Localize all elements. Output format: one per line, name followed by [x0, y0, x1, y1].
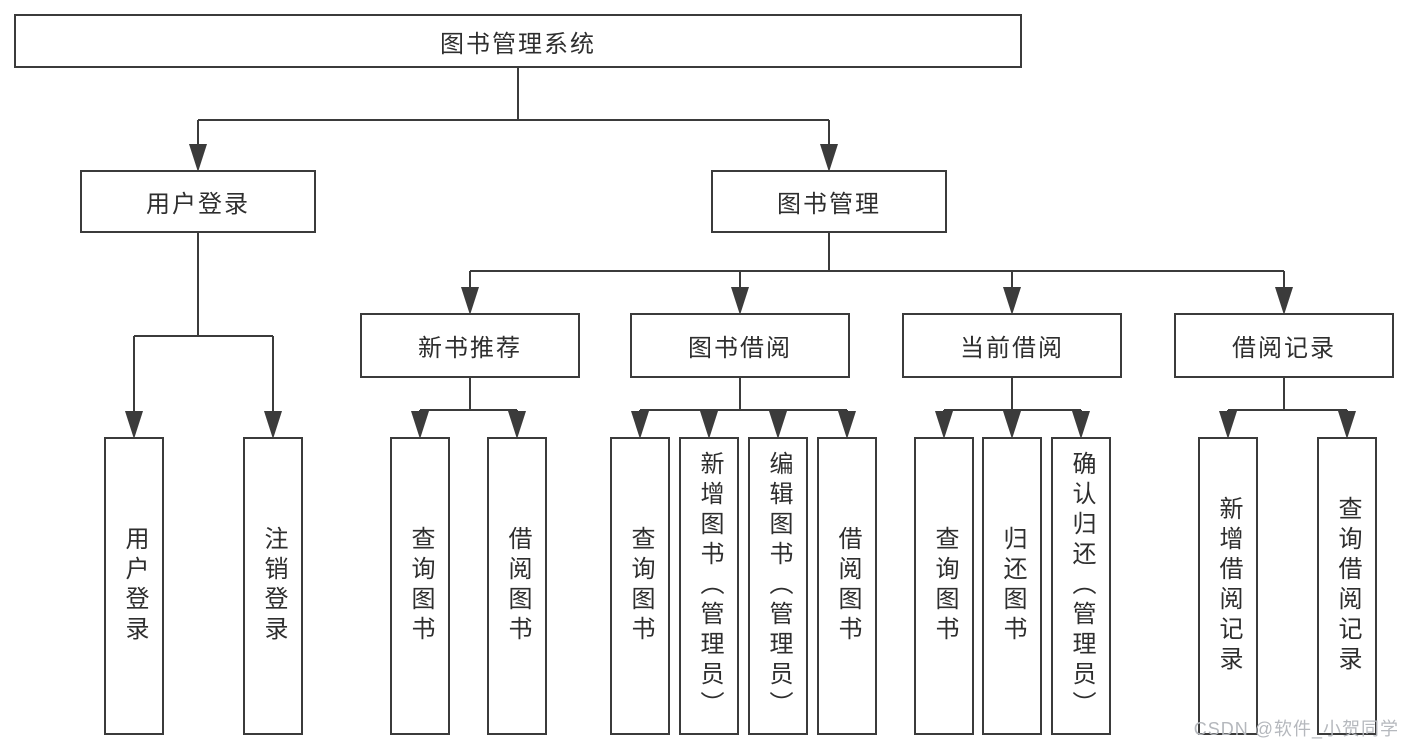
node-book-borrow: 图书借阅: [630, 313, 850, 378]
node-label: 查询图书: [627, 526, 654, 646]
node-label: 新书推荐: [418, 335, 522, 362]
node-leaf-recommend-query-books: 查询图书: [390, 437, 450, 735]
node-label: 注销登录: [260, 526, 287, 646]
arrowhead: [1338, 411, 1356, 439]
arrowhead: [125, 411, 143, 439]
node-leaf-current-query-books: 查询图书: [914, 437, 974, 735]
arrowhead: [731, 287, 749, 315]
node-leaf-borrow-books: 借阅图书: [817, 437, 877, 735]
node-leaf-borrow-query-books: 查询图书: [610, 437, 670, 735]
arrowhead: [769, 411, 787, 439]
node-label: 归还图书: [999, 526, 1026, 646]
node-label: 用户登录: [146, 191, 250, 218]
node-user-login: 用户登录: [80, 170, 316, 233]
node-leaf-query-borrow-record: 查询借阅记录: [1317, 437, 1377, 735]
node-label: 用户登录: [121, 526, 148, 646]
node-leaf-edit-books-admin: 编辑图书（管理员）: [748, 437, 808, 735]
arrowhead: [631, 411, 649, 439]
node-label: 借阅记录: [1232, 335, 1336, 362]
arrowhead: [411, 411, 429, 439]
node-leaf-add-books-admin: 新增图书（管理员）: [679, 437, 739, 735]
node-label: 新增借阅记录: [1215, 496, 1242, 676]
node-current-borrow: 当前借阅: [902, 313, 1122, 378]
node-system-root: 图书管理系统: [14, 14, 1022, 68]
arrowhead: [1003, 287, 1021, 315]
node-leaf-return-books: 归还图书: [982, 437, 1042, 735]
arrowhead: [1219, 411, 1237, 439]
node-leaf-add-borrow-record: 新增借阅记录: [1198, 437, 1258, 735]
node-label: 编辑图书（管理员）: [765, 451, 792, 721]
node-new-book-recommend: 新书推荐: [360, 313, 580, 378]
arrowhead: [700, 411, 718, 439]
arrowhead: [838, 411, 856, 439]
node-label: 查询图书: [407, 526, 434, 646]
node-label: 图书管理: [777, 191, 881, 218]
node-label: 借阅图书: [834, 526, 861, 646]
node-label: 当前借阅: [960, 335, 1064, 362]
node-label: 图书借阅: [688, 335, 792, 362]
arrowhead: [1003, 411, 1021, 439]
node-book-management: 图书管理: [711, 170, 947, 233]
arrowhead: [264, 411, 282, 439]
arrowhead: [508, 411, 526, 439]
node-leaf-confirm-return-admin: 确认归还（管理员）: [1051, 437, 1111, 735]
node-leaf-user-login: 用户登录: [104, 437, 164, 735]
arrowhead: [461, 287, 479, 315]
watermark: CSDN @软件_小贺同学: [1193, 719, 1399, 739]
arrowhead: [935, 411, 953, 439]
node-label: 新增图书（管理员）: [696, 451, 723, 721]
arrowhead: [1072, 411, 1090, 439]
arrowhead: [1275, 287, 1293, 315]
arrowhead: [820, 144, 838, 172]
node-label: 借阅图书: [504, 526, 531, 646]
node-label: 图书管理系统: [440, 30, 596, 58]
node-leaf-recommend-borrow-books: 借阅图书: [487, 437, 547, 735]
node-label: 查询借阅记录: [1334, 496, 1361, 676]
node-leaf-logout: 注销登录: [243, 437, 303, 735]
node-label: 查询图书: [931, 526, 958, 646]
node-label: 确认归还（管理员）: [1068, 451, 1095, 721]
arrowhead: [189, 144, 207, 172]
node-borrow-records: 借阅记录: [1174, 313, 1394, 378]
